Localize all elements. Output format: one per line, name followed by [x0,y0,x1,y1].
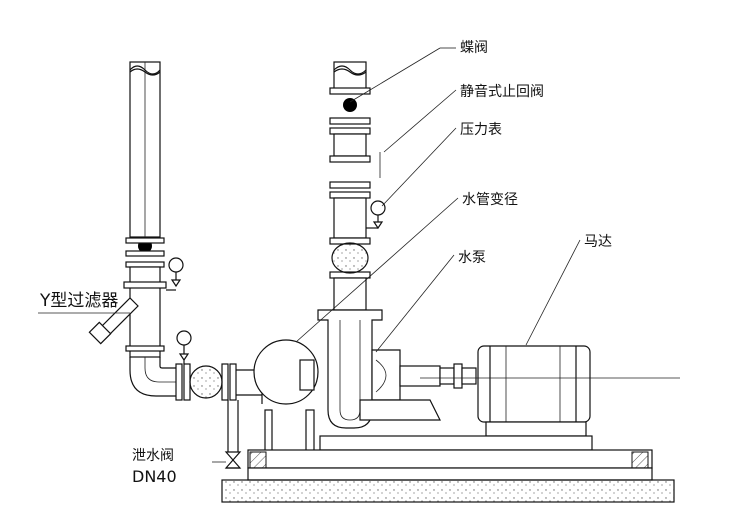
label-water-pump: 水泵 [458,250,486,266]
discharge-butterfly-valve [343,98,357,112]
support-post-2 [305,409,315,456]
left-riser-pipe [129,61,161,238]
discharge-riser [329,61,371,311]
label-motor: 马达 [584,234,612,250]
label-y-strainer: Y型过滤器 [39,291,118,311]
label-check-valve: 静音式止回阀 [460,83,544,100]
label-butterfly-valve: 蝶阀 [460,40,488,56]
support-post-1 [264,409,273,456]
suction-reducer [253,339,319,405]
label-pressure-gauge: 压力表 [460,122,502,138]
y-strainer [88,266,167,358]
left-flanges [125,237,165,268]
strainer-pressure-gauge [166,257,184,291]
suction-pressure-gauge [176,330,192,364]
pump-body [317,309,477,429]
suction-flex-joint [189,365,223,399]
label-pipe-reducer: 水管变径 [462,192,518,208]
label-drain-size: DN40 [132,467,177,486]
suction-elbow [129,357,178,397]
discharge-flex-joint [331,242,369,274]
label-drain-valve: 泄水阀 [132,448,174,464]
pump-base [221,435,675,503]
discharge-pressure-gauge [366,200,386,230]
leader-lines [38,47,581,463]
drain-assembly [224,400,242,469]
motor [477,345,591,437]
